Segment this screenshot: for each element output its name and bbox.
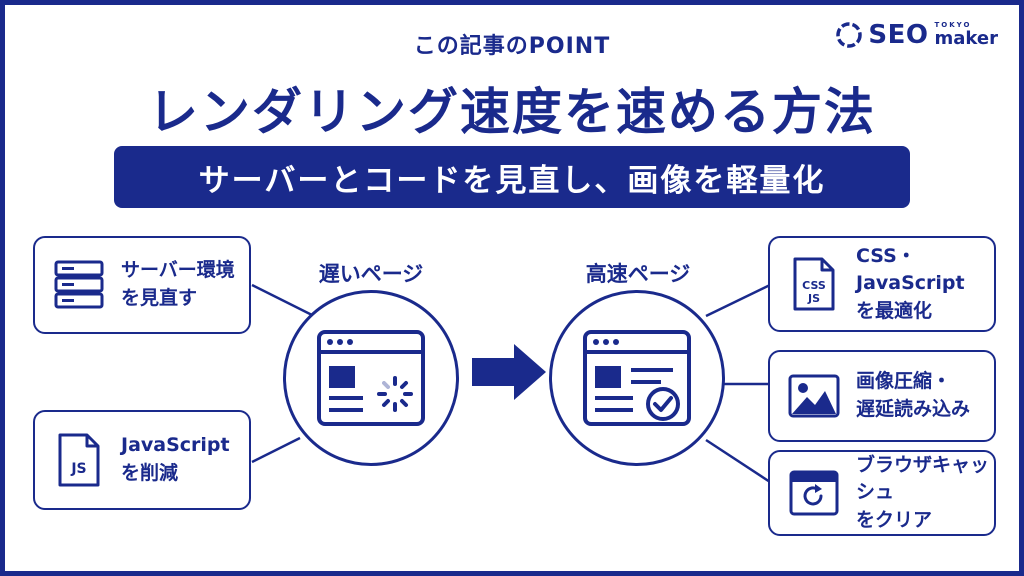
right-arrow-icon <box>472 344 546 400</box>
subtitle-banner: サーバーとコードを見直し、画像を軽量化 <box>114 146 910 208</box>
logo-tokyo: TOKYO <box>934 21 972 29</box>
css-icon-text: CSS <box>802 279 826 292</box>
card-line: 遅延読み込み <box>856 398 971 420</box>
connector-right-bottom <box>705 438 771 484</box>
slow-page-label: 遅いページ <box>318 262 424 286</box>
image-icon <box>786 368 842 424</box>
fast-browser-check-icon <box>583 330 691 426</box>
card-line: をクリア <box>856 508 933 531</box>
card-line: を見直す <box>121 287 198 309</box>
browser-refresh-icon <box>786 465 842 521</box>
server-icon <box>51 257 107 313</box>
connector-left-bottom <box>251 436 301 464</box>
logo-ring-icon <box>836 22 863 48</box>
js-icon-text: JS <box>807 292 820 305</box>
card-server-environment: サーバー環境 を見直す <box>33 236 251 334</box>
card-optimize-css-js: CSS JS CSS・JavaScript を最適化 <box>768 236 996 332</box>
card-line: CSS・JavaScript <box>856 244 965 295</box>
card-line: JavaScript <box>121 434 230 457</box>
fast-page-label: 高速ページ <box>585 262 691 286</box>
card-line: サーバー環境 <box>121 259 235 282</box>
card-line: を削減 <box>121 462 179 484</box>
slow-page-circle <box>283 290 459 466</box>
seo-maker-logo: SEO TOKYO maker <box>834 20 998 50</box>
logo-seo: SEO <box>868 20 929 50</box>
point-tag: この記事のPOINT <box>413 34 611 59</box>
slow-browser-loading-icon <box>317 330 425 426</box>
card-line: ブラウザキャッシュ <box>856 453 990 504</box>
js-icon-text: JS <box>70 461 86 477</box>
logo-maker: maker <box>934 28 998 49</box>
js-file-icon: JS <box>51 432 107 488</box>
card-image-compression: 画像圧縮・ 遅延読み込み <box>768 350 996 442</box>
css-js-file-icon: CSS JS <box>786 256 842 312</box>
connector-right-top <box>705 283 771 318</box>
main-title: レンダリング速度を速める方法 <box>148 83 876 141</box>
card-clear-cache: ブラウザキャッシュ をクリア <box>768 450 996 536</box>
card-reduce-javascript: JS JavaScript を削減 <box>33 410 251 510</box>
connector-left-top <box>251 283 319 320</box>
card-line: を最適化 <box>856 299 933 322</box>
card-line: 画像圧縮・ <box>856 370 952 393</box>
subtitle-text: サーバーとコードを見直し、画像を軽量化 <box>198 162 826 199</box>
fast-page-circle <box>549 290 725 466</box>
